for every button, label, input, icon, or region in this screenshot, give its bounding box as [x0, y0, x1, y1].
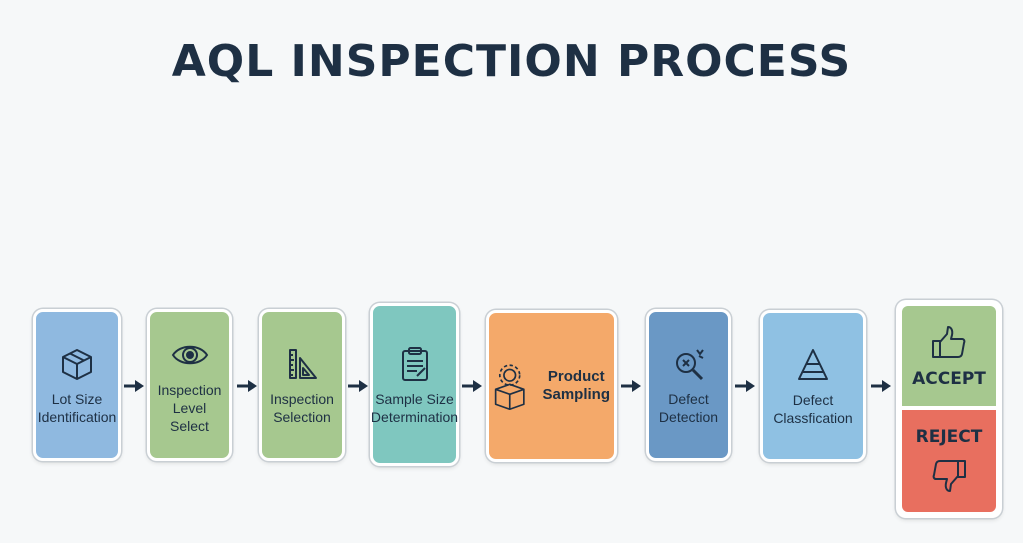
- flow-arrow: [462, 380, 482, 392]
- decision-panel: ACCEPT REJECT: [896, 300, 1002, 518]
- flow-arrow: [735, 380, 755, 392]
- flow-arrow: [348, 380, 368, 392]
- flow-arrow: [237, 380, 257, 392]
- accept-label: ACCEPT: [912, 369, 986, 389]
- thumbs-up-icon: [932, 326, 966, 358]
- eye-icon: [171, 345, 208, 365]
- gear-box-icon: [494, 364, 525, 411]
- clipboard-icon: [401, 346, 428, 381]
- ruler-triangle-icon: [289, 349, 317, 379]
- flow-arrow: [621, 380, 641, 392]
- box-icon: [62, 349, 92, 380]
- flow-arrow: [871, 380, 891, 392]
- flow-arrow: [124, 380, 144, 392]
- diagram-title: AQL INSPECTION PROCESS: [171, 36, 852, 87]
- accept-box: ACCEPT: [902, 306, 996, 406]
- magnifier-icon: [675, 349, 704, 381]
- reject-label: REJECT: [915, 427, 983, 447]
- reject-box: REJECT: [902, 410, 996, 512]
- pyramid-icon: [798, 349, 828, 380]
- thumbs-down-icon: [932, 460, 966, 492]
